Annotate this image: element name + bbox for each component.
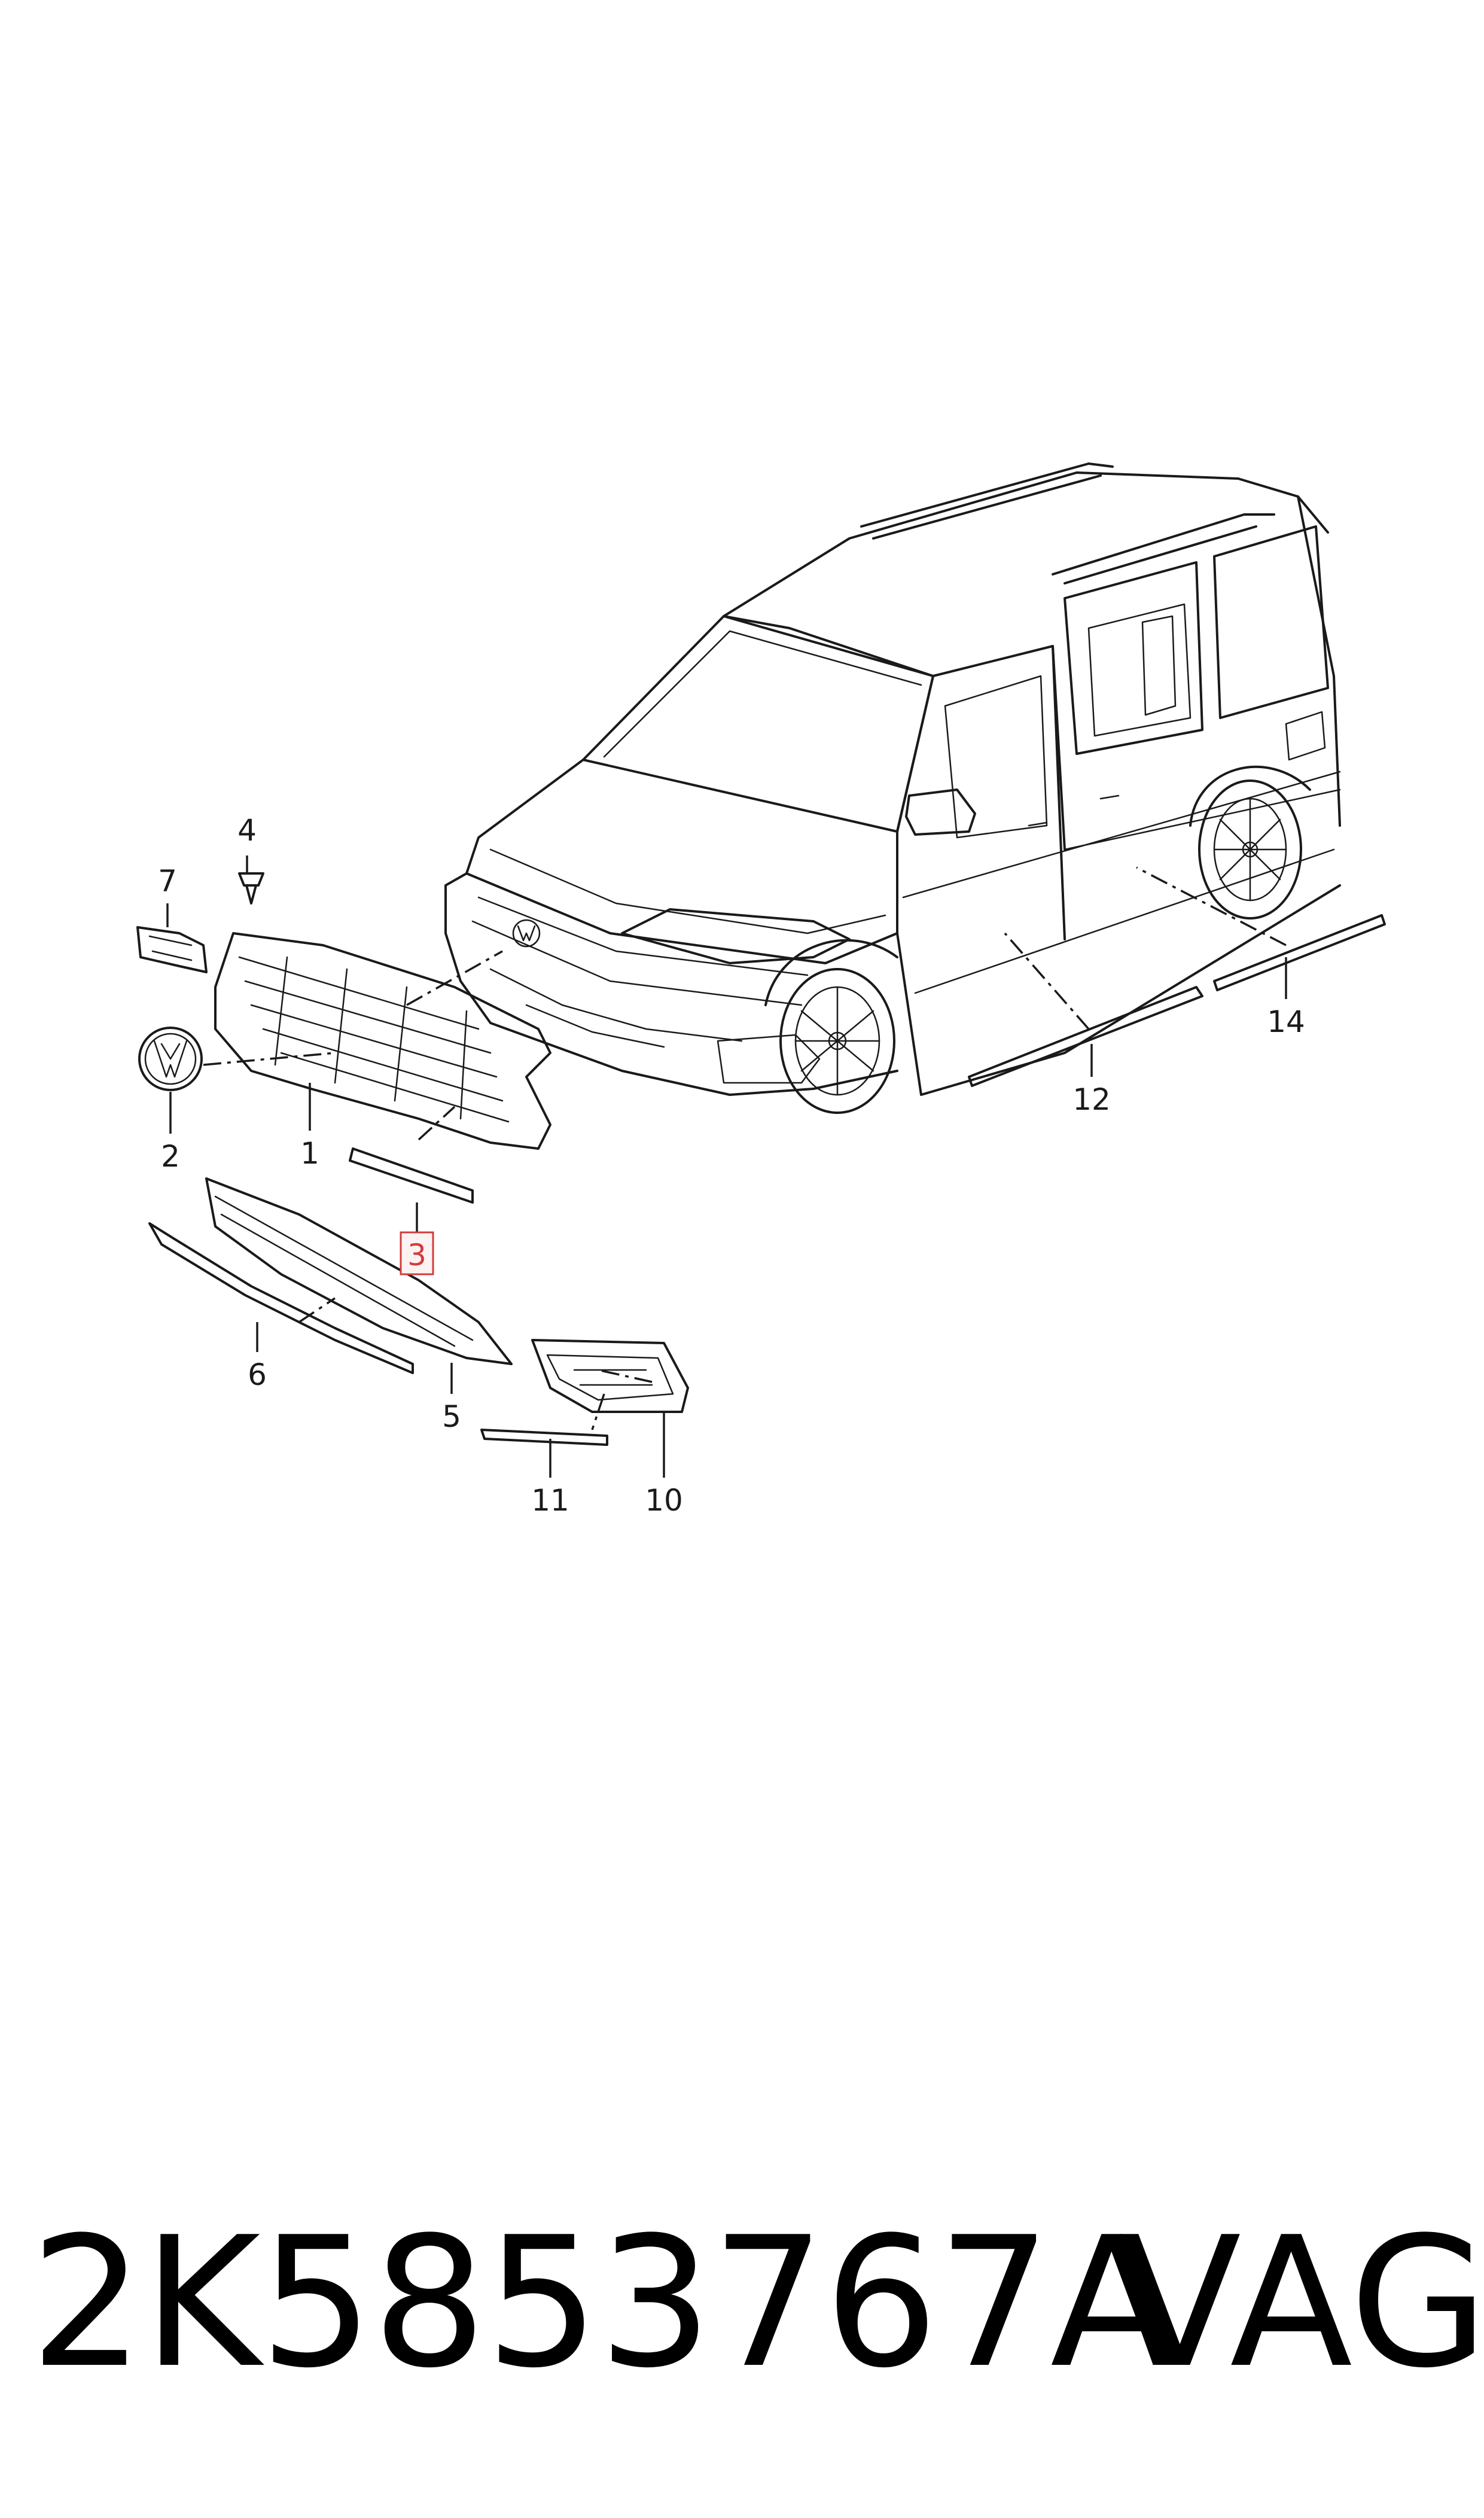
callout-1: 1 <box>300 1136 319 1171</box>
part-number: 2K5853767A <box>30 2199 1173 2407</box>
callout-11: 11 <box>531 1483 569 1518</box>
part-5-lower-grille <box>205 1177 513 1365</box>
callout-12: 12 <box>1072 1082 1111 1117</box>
callout-3-highlight-box <box>400 1231 434 1275</box>
part-11-fog-trim <box>480 1429 608 1446</box>
assembly-lines <box>203 866 1287 1430</box>
callout-7: 7 <box>158 864 177 899</box>
part-7-bracket <box>136 926 208 973</box>
leader-lines <box>166 855 1287 1478</box>
callout-10: 10 <box>645 1483 683 1518</box>
callout-2: 2 <box>161 1139 180 1174</box>
vehicle-illustration <box>444 462 1341 1114</box>
callout-4: 4 <box>237 813 257 848</box>
part-12-side-molding <box>968 986 1203 1087</box>
part-3-trim-strip <box>349 1147 474 1204</box>
part-14-rear-side-molding <box>1213 914 1386 991</box>
callout-14: 14 <box>1267 1004 1305 1039</box>
callout-6: 6 <box>248 1357 267 1392</box>
part-4-clip <box>238 872 264 905</box>
callout-3: 3 <box>407 1238 426 1272</box>
callout-5: 5 <box>442 1399 461 1434</box>
brand-label: VAG <box>1119 2199 1484 2407</box>
part-1-radiator-grille <box>214 932 551 1150</box>
part-6-spoiler-strip <box>148 1222 414 1374</box>
part-2-vw-emblem <box>138 1027 203 1091</box>
callout-labels: 1 2 3 4 5 6 7 10 11 12 14 <box>158 813 1305 1518</box>
part-10-fog-light-cover <box>531 1339 689 1413</box>
